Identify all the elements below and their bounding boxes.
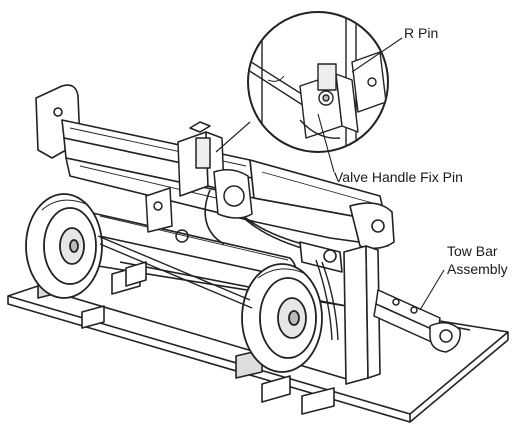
engine-assembly xyxy=(145,121,253,243)
label-assembly: Assembly xyxy=(447,261,508,277)
right-wheel xyxy=(241,263,323,373)
tow-bar xyxy=(373,289,461,353)
axle xyxy=(97,235,339,341)
label-r-pin: R Pin xyxy=(404,25,438,41)
label-tow-bar: Tow Bar xyxy=(447,243,498,259)
left-wheel xyxy=(25,193,103,299)
wedge-upright xyxy=(299,202,395,385)
detail-callout xyxy=(215,11,389,153)
label-valve-handle-fix-pin: Valve Handle Fix Pin xyxy=(334,169,463,185)
leader-lines xyxy=(317,37,445,311)
